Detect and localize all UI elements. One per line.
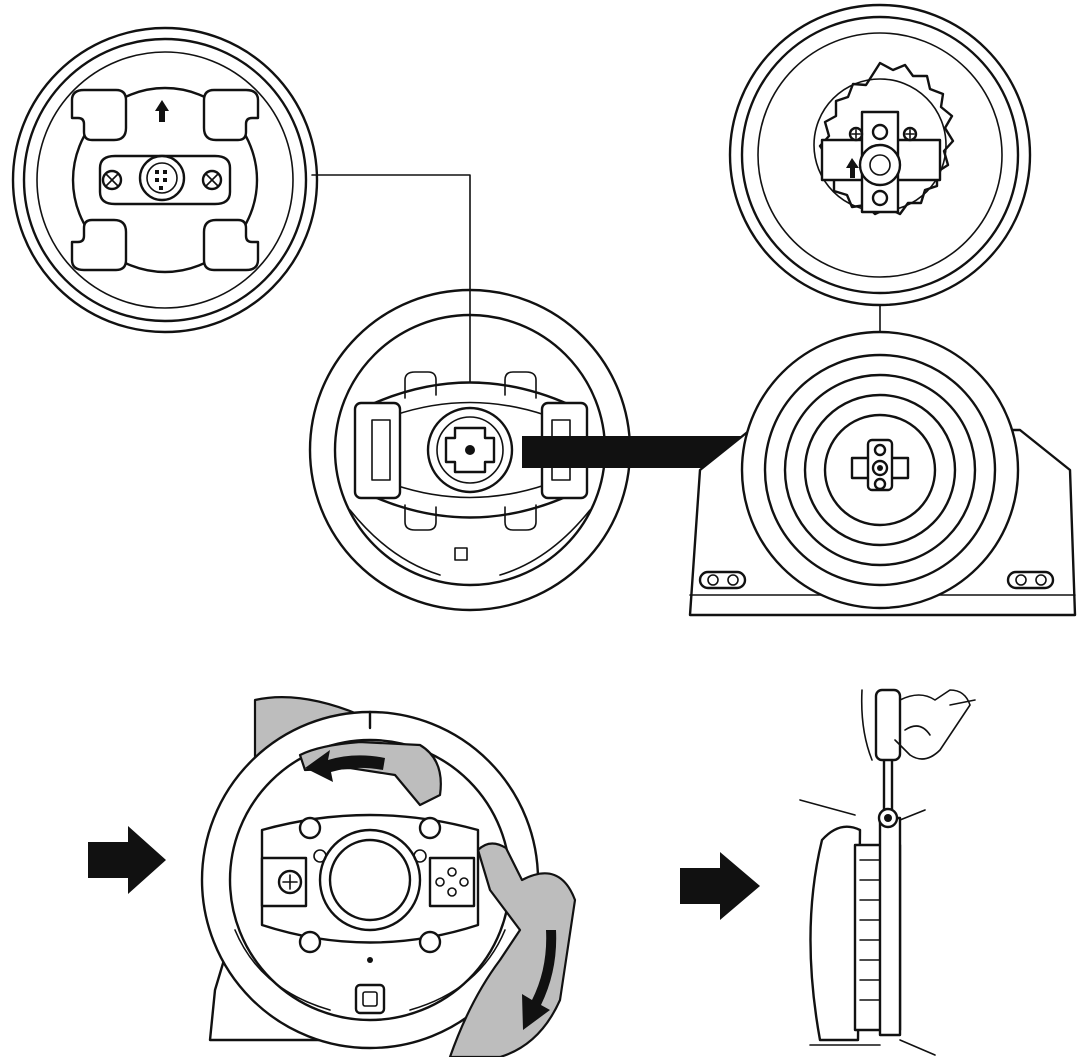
wheel-base (688, 330, 1077, 617)
side-bracket-left (353, 401, 402, 500)
leader-line-hub (311, 174, 471, 451)
base-side-profile (809, 825, 862, 1042)
wheel-hub-center (318, 828, 422, 932)
wheel-back-view (308, 288, 632, 612)
detail-base-mount (728, 3, 1032, 307)
hub-lug-bottom-right (202, 218, 260, 272)
right-arrow-icon (680, 852, 760, 920)
hand-right (448, 842, 577, 1057)
right-arrow-icon (88, 826, 166, 894)
step-rotate-wheel (88, 696, 577, 1057)
step-tighten-screw (680, 688, 976, 1056)
curved-arrow-icon (305, 750, 385, 782)
hub-lug-top-left (70, 88, 128, 142)
hub-lug-bottom-left (70, 218, 128, 272)
up-arrow-icon (155, 100, 169, 122)
detail-wheel-hub-back (11, 26, 319, 334)
up-arrow-icon (846, 158, 859, 178)
curved-arrow-icon (522, 930, 557, 1030)
ring-nut-teeth (818, 61, 955, 216)
screwdriver-handle (874, 688, 902, 762)
hub-lug-top-right (202, 88, 260, 142)
hand-screwdriver (860, 689, 971, 761)
